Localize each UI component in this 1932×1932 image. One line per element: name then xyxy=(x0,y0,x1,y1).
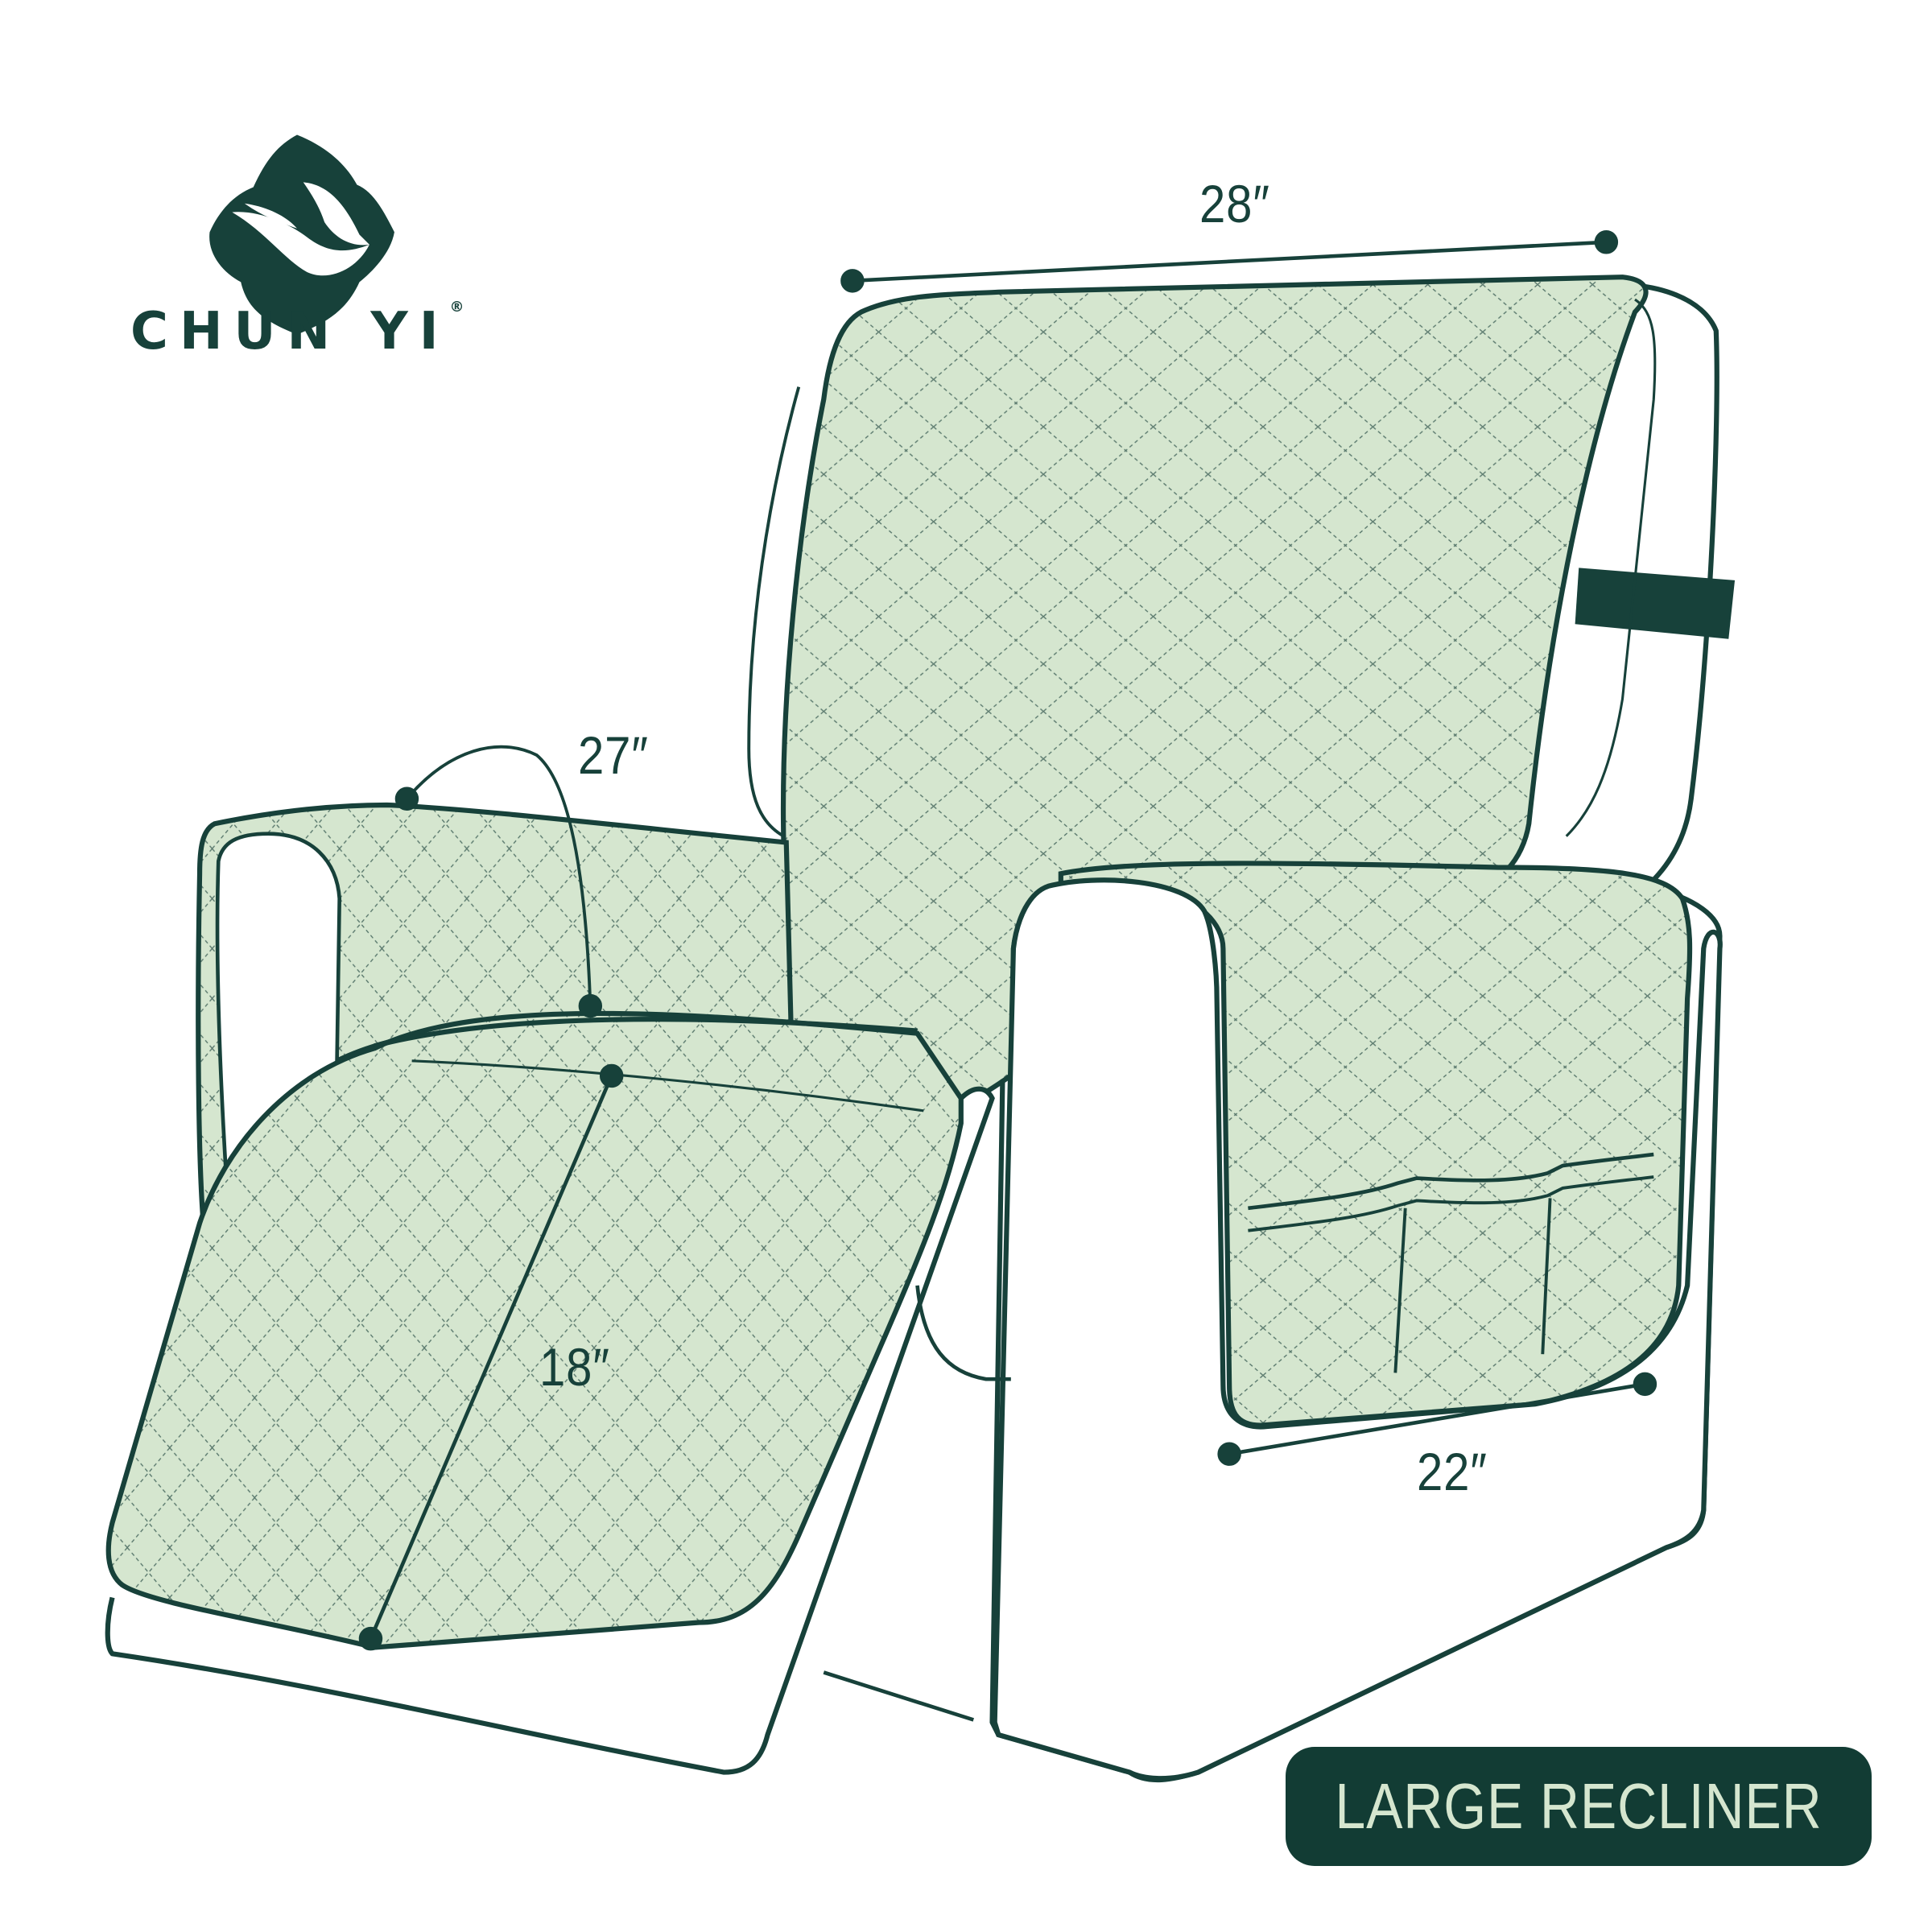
brand-name: CHUN YI xyxy=(130,302,450,361)
right-arm-cover xyxy=(1058,861,1693,1428)
backrest-width-label: 28″ xyxy=(1199,174,1270,233)
side-pocket xyxy=(1248,1152,1654,1373)
armrest-length-label: 27″ xyxy=(578,725,649,785)
right-arm-front xyxy=(992,877,1723,1781)
footrest-length-label: 18″ xyxy=(539,1337,610,1397)
dimension-markers xyxy=(358,230,1657,1651)
back-strap xyxy=(1575,568,1736,639)
footrest-cover xyxy=(105,1010,964,1650)
registered-mark: ® xyxy=(449,299,464,316)
size-badge-label: LARGE RECLINER xyxy=(1335,1770,1823,1842)
brand-wordmark: CHUN YI® xyxy=(130,299,464,361)
size-badge: LARGE RECLINER xyxy=(1286,1747,1872,1866)
brand-logo-icon xyxy=(209,134,394,335)
pocket-width-label: 22″ xyxy=(1417,1442,1488,1501)
backrest-left-edge xyxy=(747,386,801,838)
